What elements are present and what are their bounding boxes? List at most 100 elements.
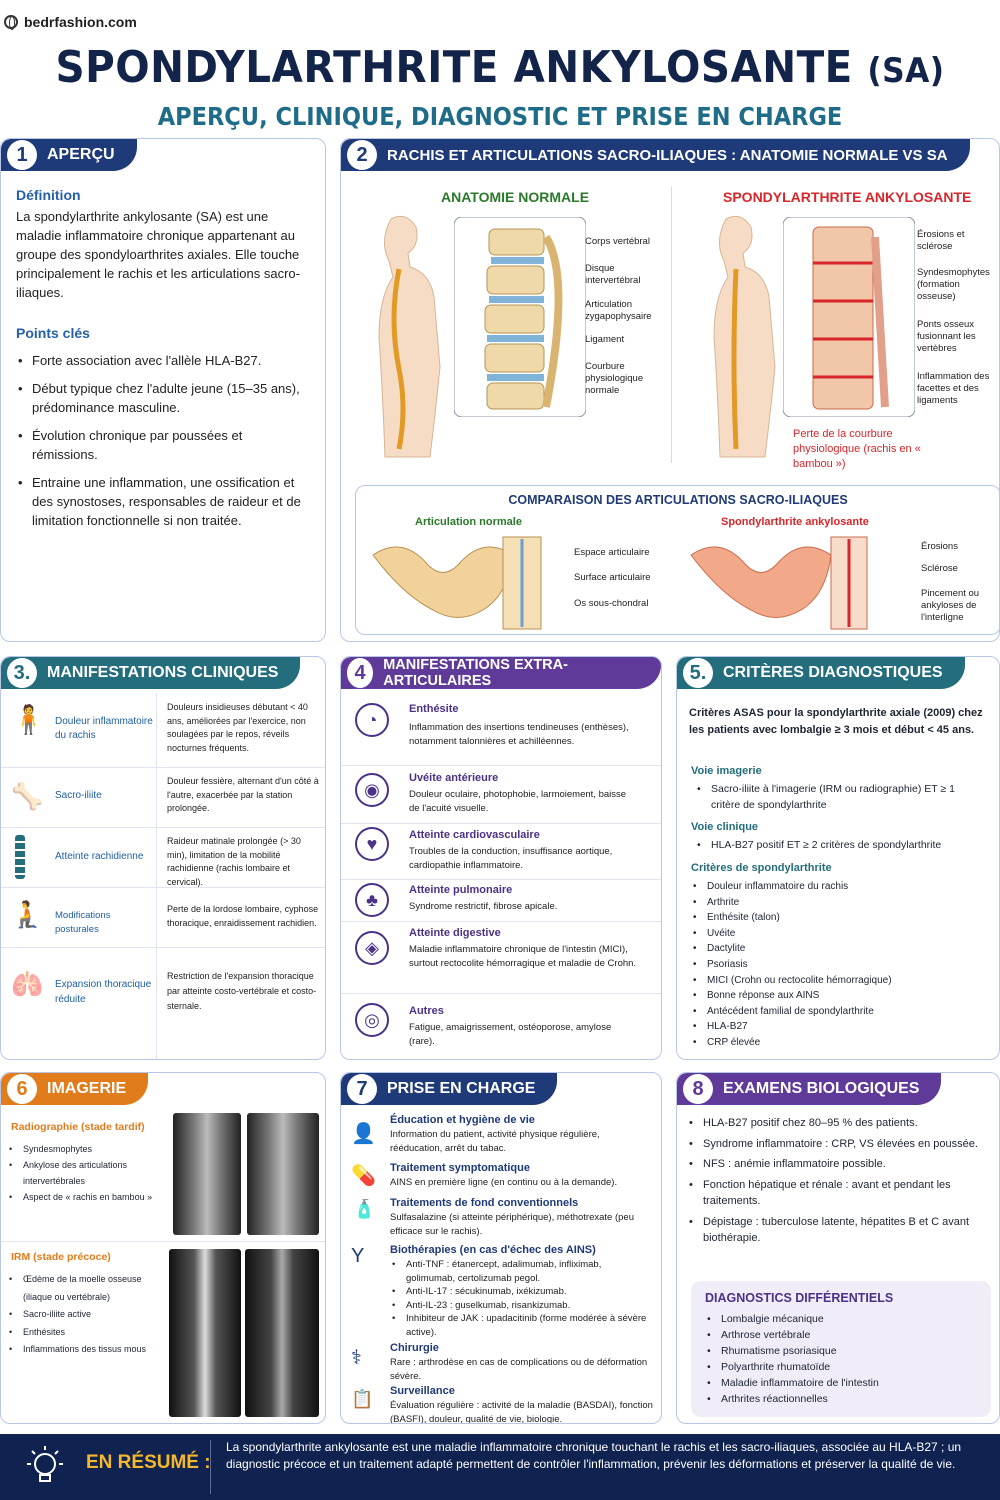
section-title: APERÇU <box>47 146 115 163</box>
list-item: Polyarthrite rhumatoïde <box>705 1359 985 1375</box>
pelvis-sa-illustration <box>690 536 868 630</box>
list-item: Évolution chronique par poussées et rémi… <box>16 426 311 464</box>
lightbulb-icon <box>27 1446 63 1482</box>
list-item: HLA-B27 positif chez 80–95 % des patient… <box>687 1115 987 1132</box>
site-watermark: bedrfashion.com <box>4 14 137 30</box>
stomach-icon: ◈ <box>355 931 389 965</box>
section-title: MANIFESTATIONS EXTRA-ARTICULAIRES <box>383 657 568 689</box>
comparison-title: COMPARAISON DES ARTICULATIONS SACRO-ILIA… <box>508 493 848 507</box>
section-title: CRITÈRES DIAGNOSTIQUES <box>723 664 943 681</box>
extra-row-title: Enthésite <box>409 703 459 715</box>
list-item: Enthésites <box>7 1324 167 1342</box>
summary-label: EN RÉSUMÉ : <box>86 1452 211 1473</box>
divider <box>341 921 661 922</box>
pill-icon: 💊 <box>351 1165 376 1187</box>
clinical-row-desc: Douleurs insidieuses débutant < 40 ans, … <box>167 702 308 753</box>
list-item: Syndrome inflammatoire : CRP, VS élevées… <box>687 1136 987 1153</box>
list-item: CRP élevée <box>691 1035 991 1051</box>
care-row-title: Éducation et hygiène de vie <box>390 1114 535 1126</box>
section-number: 6 <box>7 1074 37 1104</box>
definition-text: La spondylarthrite ankylosante (SA) est … <box>16 209 300 300</box>
definition-heading: Définition <box>16 187 81 203</box>
section-header: 1 APERÇU <box>1 139 137 171</box>
list-item: Uvéite <box>691 926 991 942</box>
biotherapy-list: Anti-TNF : étanercept, adalimumab, infli… <box>390 1258 652 1339</box>
extra-row-title: Atteinte pulmonaire <box>409 884 513 896</box>
spine-normal-illustration <box>454 217 586 417</box>
comparison-normal-title: Articulation normale <box>415 516 522 528</box>
summary-text: La spondylarthrite ankylosante est une m… <box>226 1440 962 1471</box>
clinical-row-desc: Douleur fessière, alternant d'un côté à … <box>167 776 319 813</box>
care-row-desc: Rare : arthrodèse en cas de complication… <box>390 1357 648 1382</box>
section-title: EXAMENS BIOLOGIQUES <box>723 1080 920 1097</box>
page-subtitle: APERÇU, CLINIQUE, DIAGNOSTIC ET PRISE EN… <box>157 102 843 131</box>
extra-row-desc: Douleur oculaire, photophobie, larmoieme… <box>409 789 627 814</box>
divider <box>1 887 325 888</box>
care-row-title: Traitement symptomatique <box>390 1162 530 1174</box>
extra-row-title: Atteinte cardiovasculaire <box>409 829 540 841</box>
list-item: Début typique chez l'adulte jeune (15–35… <box>16 379 311 417</box>
extra-row-title: Atteinte digestive <box>409 927 501 939</box>
comparison-label: Sclérose <box>921 563 958 574</box>
section-criteres: 5.CRITÈRES DIAGNOSTIQUES Critères ASAS p… <box>676 656 1000 1060</box>
mri-list: Œdème de la moelle osseuse (iliaque ou v… <box>7 1271 167 1359</box>
section-number: 8 <box>683 1074 713 1104</box>
ribbon-icon: ◎ <box>355 1003 389 1037</box>
pelvis-icon: 🦴 <box>11 781 44 811</box>
pelvis-normal-illustration <box>372 536 542 630</box>
section-number: 1 <box>7 140 37 170</box>
list-item: Rhumatisme psoriasique <box>705 1343 985 1359</box>
section-number: 4 <box>347 658 374 688</box>
site-url: bedrfashion.com <box>24 14 137 30</box>
clinical-row-title: Sacro-iliite <box>55 790 102 801</box>
section-header: 3.MANIFESTATIONS CLINIQUES <box>1 657 301 689</box>
divider <box>1 947 325 948</box>
antibody-icon: Y <box>351 1245 365 1267</box>
criteria-imaging-list: Sacro-iliite à l'imagerie (IRM ou radiog… <box>695 781 985 813</box>
divider <box>210 1440 211 1494</box>
lungs-icon: 🫁 <box>11 969 44 999</box>
radiography-list: Syndesmophytes Ankylose des articulation… <box>7 1141 167 1205</box>
criteria-intro: Critères ASAS pour la spondylarthrite ax… <box>689 707 983 736</box>
criteria-spa-list: Douleur inflammatoire du rachis Arthrite… <box>691 879 991 1051</box>
anatomy-label: Corps vertébral <box>585 236 650 247</box>
section-header: 4 MANIFESTATIONS EXTRA-ARTICULAIRES <box>341 657 661 689</box>
criteria-imaging-heading: Voie imagerie <box>691 765 762 777</box>
divider <box>1 827 325 828</box>
care-row-title: Traitements de fond conventionnels <box>390 1197 579 1209</box>
list-item: Lombalgie mécanique <box>705 1311 985 1327</box>
extra-row-title: Uvéite antérieure <box>409 772 499 784</box>
differential-heading: DIAGNOSTICS DIFFÉRENTIELS <box>705 1291 894 1305</box>
differential-list: Lombalgie mécanique Arthrose vertébrale … <box>705 1311 985 1407</box>
list-item: Maladie inflammatoire de l'intestin <box>705 1375 985 1391</box>
extra-row-title: Autres <box>409 1005 444 1017</box>
care-row-desc: Sulfasalazine (si atteinte périphérique)… <box>390 1212 634 1237</box>
person-back-pain-icon: 🧍 <box>11 704 46 735</box>
title-abbr: (SA) <box>867 51 945 91</box>
care-row-desc: AINS en première ligne (en continu ou à … <box>390 1177 618 1188</box>
section-header: 5.CRITÈRES DIAGNOSTIQUES <box>677 657 965 689</box>
list-item: Œdème de la moelle osseuse (iliaque ou v… <box>7 1271 167 1306</box>
body-silhouette-sa <box>713 215 776 458</box>
clinical-row-title: Douleur inflammatoire du rachis <box>55 716 153 741</box>
eye-icon: ◉ <box>355 773 389 807</box>
comparison-label: Érosions <box>921 541 958 552</box>
divider <box>1 1241 325 1242</box>
list-item: Enthésite (talon) <box>691 910 991 926</box>
sa-anatomy-title: SPONDYLARTHRITE ANKYLOSANTE <box>723 189 972 205</box>
list-item: Anti-IL-23 : guselkumab, risankizumab. <box>390 1299 652 1313</box>
extra-row-desc: Troubles de la conduction, insuffisance … <box>409 846 613 871</box>
comparison-sa-title: Spondylarthrite ankylosante <box>721 516 869 528</box>
divider <box>671 187 672 463</box>
comparison-label: Surface articulaire <box>574 572 651 583</box>
clinical-row-title: Modifications posturales <box>55 910 111 935</box>
section-number: 2 <box>347 140 377 170</box>
key-points-heading: Points clés <box>16 325 90 341</box>
comparison-label: Pincement ou ankyloses de l'interligne <box>921 588 980 623</box>
criteria-spa-heading: Critères de spondylarthrite <box>691 862 832 874</box>
